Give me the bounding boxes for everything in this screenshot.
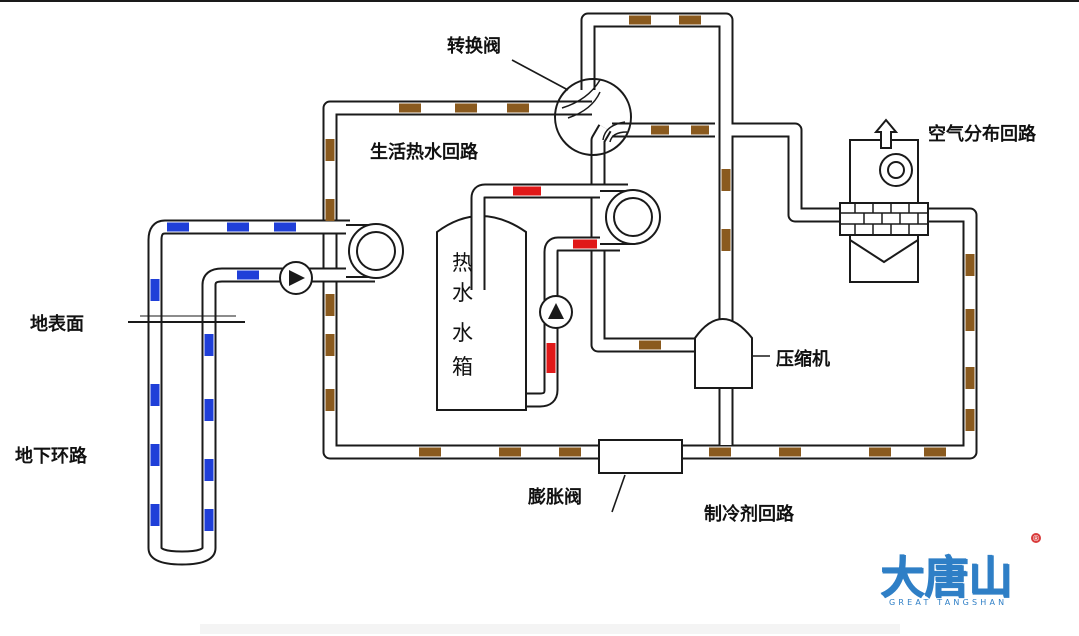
hot-water-pump [539,295,573,329]
ground-flow-marker [167,222,189,232]
ground-flow-marker [204,459,214,481]
pump-arrow-up-icon [548,303,564,319]
ground-surface-label: 地表面 [30,313,84,335]
refrigerant-flow-marker [709,447,731,457]
tank-label-char-2: 水 [452,281,473,305]
refrigerant-flow-marker [559,447,581,457]
ground-flow-marker [204,509,214,531]
logo-registered-mark: ® [1032,534,1040,543]
expansion-valve-label: 膨胀阀 [527,486,582,508]
logo-text: 大唐山 [880,552,1012,603]
tank-label-char-1: 热 [452,251,473,275]
ground-flow-marker [150,444,160,466]
ground-loop-pipe-inner [149,221,375,564]
refrigerant-flow-marker [721,229,731,251]
refrigerant-flow-marker [779,447,801,457]
air-out-arrow-icon [873,118,899,149]
faint-caption-strip [200,624,900,634]
ground-flow-marker [150,384,160,406]
compressor-label: 压缩机 [776,348,830,370]
refrigerant-flow-marker [639,340,661,350]
tank-label-char-3: 水 [452,321,473,345]
ground-flow-marker [274,222,296,232]
ground-flow-marker [204,399,214,421]
refrigerant-flow-marker [325,389,335,411]
hot-water-flow-marker [513,186,541,196]
refrigerant-flow-marker [325,199,335,221]
ground-surface-line [128,315,245,323]
pipe-network [147,12,978,566]
expansion-valve-box [598,439,683,474]
refrigerant-flow-marker [965,309,975,331]
switch-valve [554,78,632,156]
refrigerant-flow-marker [965,367,975,389]
hot-water-heat-exchanger [600,189,661,245]
refrigerant-flow-marker [629,15,651,25]
logo-text-shadow: 大唐山 [881,553,1013,604]
hot-water-loop-label: 生活热水回路 [370,141,479,163]
refrigerant-flow-marker [924,447,946,457]
compressor-unit [694,318,753,389]
expansion-valve-leader [611,474,626,513]
ground-flow-marker [204,334,214,356]
switch-valve-label: 转换阀 [447,35,501,57]
refrigerant-flow-marker [721,169,731,191]
refrigerant-flow-marker [399,103,421,113]
refrigerant-flow-marker [691,125,709,135]
ground-heat-exchanger [346,223,404,279]
refrigerant-flow-marker [651,125,669,135]
refrigerant-loop-label: 制冷剂回路 [704,503,795,525]
refrigerant-flow-marker [679,15,701,25]
refrigerant-flow-marker [507,103,529,113]
ground-flow-marker [227,222,249,232]
logo-subtext: GREAT TANGSHAN [889,598,1007,607]
ground-flow-marker [150,504,160,526]
refrigerant-flow-marker [419,447,441,457]
refrigerant-flow-marker [325,139,335,161]
underground-loop-label: 地下环路 [15,445,88,467]
refrigerant-flow-marker [499,447,521,457]
ground-flow-marker [150,279,160,301]
switch-valve-leader [511,59,569,91]
flow-markers [150,15,975,531]
refrigerant-flow-marker [869,447,891,457]
pump-arrow-right-icon [289,270,305,286]
ground-pump [279,261,313,295]
tank-label-char-4: 箱 [452,355,473,379]
refrigerant-flow-marker [965,254,975,276]
air-loop-label: 空气分布回路 [928,123,1037,145]
logo-registered-mark-bg [1031,533,1041,543]
air-handler [839,118,929,283]
ground-flow-marker [237,270,259,280]
refrigerant-flow-marker [325,334,335,356]
brand-logo: 大唐山 大唐山 ® GREAT TANGSHAN [880,533,1041,607]
refrigerant-flow-marker [965,409,975,431]
hot-water-flow-marker [573,239,597,249]
refrigerant-flow-marker [455,103,477,113]
hot-water-flow-marker [546,343,556,373]
air-coil-icon [839,202,929,236]
refrigerant-flow-marker [325,294,335,316]
